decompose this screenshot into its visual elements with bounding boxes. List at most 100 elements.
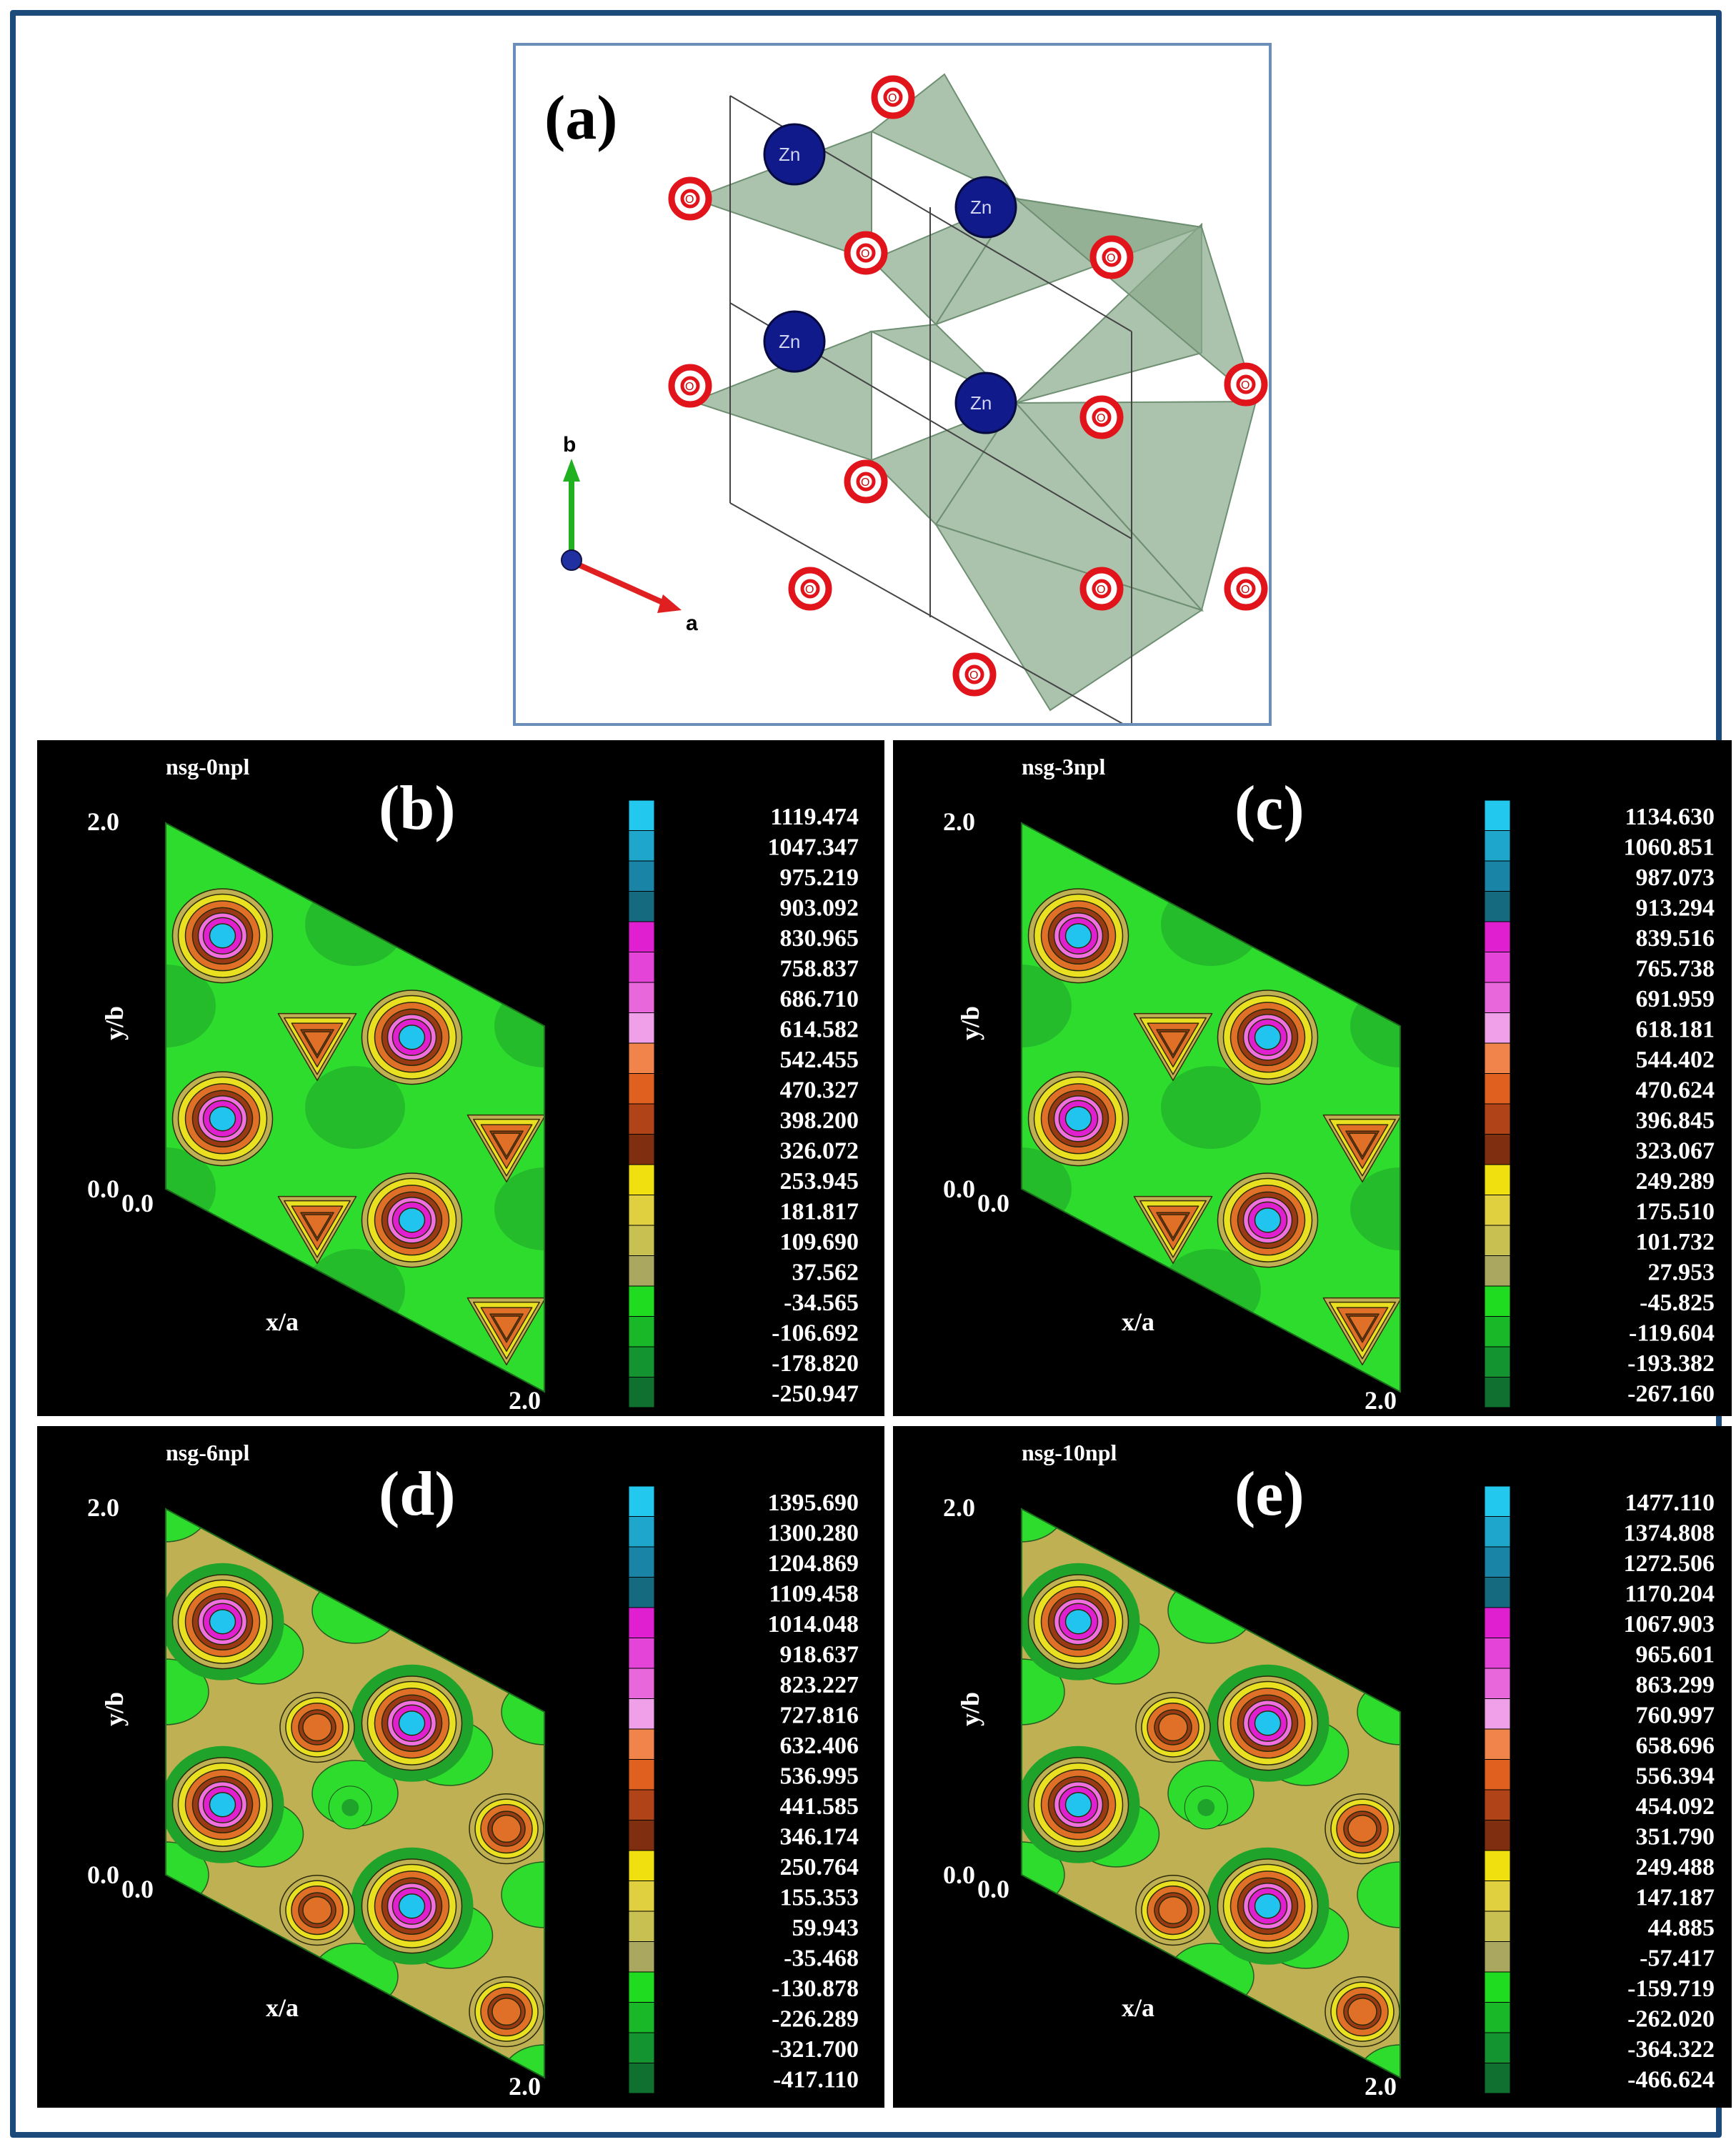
o-atom-core [1236, 579, 1256, 599]
axis-indicator: b a [561, 433, 698, 635]
y-tick-top: 2.0 [87, 807, 119, 836]
colorbar-label: 1395.690 [768, 1490, 859, 1516]
colorbar-swatch [1484, 1516, 1511, 1548]
colorbar-swatch [628, 1820, 655, 1851]
o-atom: O [1224, 362, 1268, 407]
high-density-spot [1206, 1664, 1330, 1782]
a-axis-arrowhead [657, 594, 682, 613]
colorbar-label: 1134.630 [1625, 804, 1715, 830]
cell-boundary [1021, 822, 1401, 1393]
colorbar-swatch [628, 1164, 655, 1195]
colorbar-label: 1014.048 [768, 1611, 859, 1638]
colorbar-label: 863.299 [1636, 1672, 1715, 1698]
zn-atom-label: Zn [779, 144, 800, 165]
contour-level [492, 1315, 521, 1340]
colorbar-swatch [1484, 2063, 1511, 2094]
colorbar-swatch [628, 1759, 655, 1790]
y-tick-origin: 0.0 [87, 1175, 119, 1203]
a-axis-arrow [570, 559, 669, 607]
contour-level [1254, 1710, 1282, 1736]
colorbar-label: 346.174 [780, 1824, 859, 1850]
colorbar-label: -262.020 [1627, 2006, 1715, 2033]
colorbar-label: -119.604 [1629, 1320, 1715, 1347]
contour-level [303, 1031, 331, 1056]
colorbar-swatch [628, 1042, 655, 1074]
colorbar-label: 1060.851 [1624, 835, 1715, 861]
colorbar-label: 147.187 [1636, 1885, 1715, 1911]
colorbar-swatch [1484, 1195, 1511, 1226]
o-atom-label: O [1097, 584, 1105, 596]
colorbar-label: 1477.110 [1625, 1490, 1715, 1516]
colorbar-label: -193.382 [1627, 1350, 1715, 1377]
colorbar-label: 249.289 [1636, 1168, 1715, 1195]
colorbar-swatch [628, 1485, 655, 1517]
medium-density-spot [1133, 1195, 1213, 1264]
colorbar-swatch [628, 1225, 655, 1256]
colorbar-swatch [1484, 1607, 1511, 1638]
colorbar-label: 544.402 [1636, 1047, 1715, 1073]
colorbar-swatch [628, 1316, 655, 1348]
colorbar-swatch [1484, 1134, 1511, 1165]
medium-density-spot [1322, 1114, 1400, 1182]
x-tick-origin: 0.0 [977, 1189, 1009, 1217]
medium-density-spot [279, 1691, 355, 1763]
colorbar-label: -35.468 [784, 1946, 859, 1972]
x-axis-label: x/a [266, 1993, 299, 2022]
colorbar-swatch [1484, 1546, 1511, 1578]
contour-level [166, 1509, 209, 1543]
medium-density-spot [1322, 1297, 1400, 1365]
contour-level [1064, 1792, 1092, 1818]
colorbar-swatch [1484, 1971, 1511, 2003]
colorbar-swatch [1484, 1485, 1511, 1517]
contour-level [1254, 1207, 1282, 1233]
colorbar-swatch [628, 982, 655, 1013]
colorbar-label: 658.696 [1636, 1733, 1715, 1759]
medium-density-spot [1135, 1691, 1211, 1763]
colorbar-swatch [628, 1638, 655, 1669]
panel-a-label: (a) [544, 84, 618, 153]
colorbar-label: 181.817 [780, 1199, 859, 1225]
polyhedron-triangle [934, 523, 1204, 712]
panel-label: (d) [379, 1460, 456, 1529]
colorbar-swatch [628, 1850, 655, 1881]
colorbar-label: -321.700 [772, 2036, 859, 2063]
colorbar-label: 1067.903 [1624, 1611, 1715, 1638]
colorbar-label: 542.455 [780, 1047, 859, 1073]
colorbar-label: 987.073 [1636, 865, 1715, 891]
contour-level [303, 1214, 331, 1239]
high-density-spot [171, 888, 274, 984]
contour-level [166, 1658, 209, 1725]
colorbar-swatch [1484, 799, 1511, 831]
o-atom-label: O [1107, 252, 1115, 264]
zn-atom-sphere [954, 176, 1017, 239]
colorbar-swatch [1484, 1103, 1511, 1135]
high-density-spot [1217, 990, 1319, 1085]
zn-atom-sphere [954, 372, 1017, 434]
colorbar-swatch [1484, 2002, 1511, 2033]
b-axis-label: b [563, 433, 576, 457]
high-density-spot [350, 1664, 474, 1782]
panel-name: nsg-6npl [166, 1440, 250, 1465]
o-atom-core [964, 664, 984, 684]
contour-level [1197, 1798, 1215, 1816]
high-density-spot [361, 990, 463, 1085]
zn-atom-sphere [763, 123, 826, 186]
colorbar-swatch [628, 1546, 655, 1578]
o-atom-label: O [888, 92, 897, 104]
colorbar-label: 618.181 [1636, 1017, 1715, 1043]
zn-atom: Zn [763, 310, 826, 373]
colorbar-swatch [1484, 860, 1511, 892]
colorbar-label: -267.160 [1627, 1381, 1715, 1408]
panel-name: nsg-10npl [1022, 1440, 1117, 1465]
o-atom: O [1224, 567, 1268, 611]
colorbar-swatch [1484, 1880, 1511, 1912]
contour-level [494, 1167, 544, 1250]
colorbar-swatch [628, 799, 655, 831]
medium-density-spot [1325, 1793, 1400, 1865]
contour-level [1159, 1031, 1187, 1056]
colorbar-swatch [628, 830, 655, 862]
